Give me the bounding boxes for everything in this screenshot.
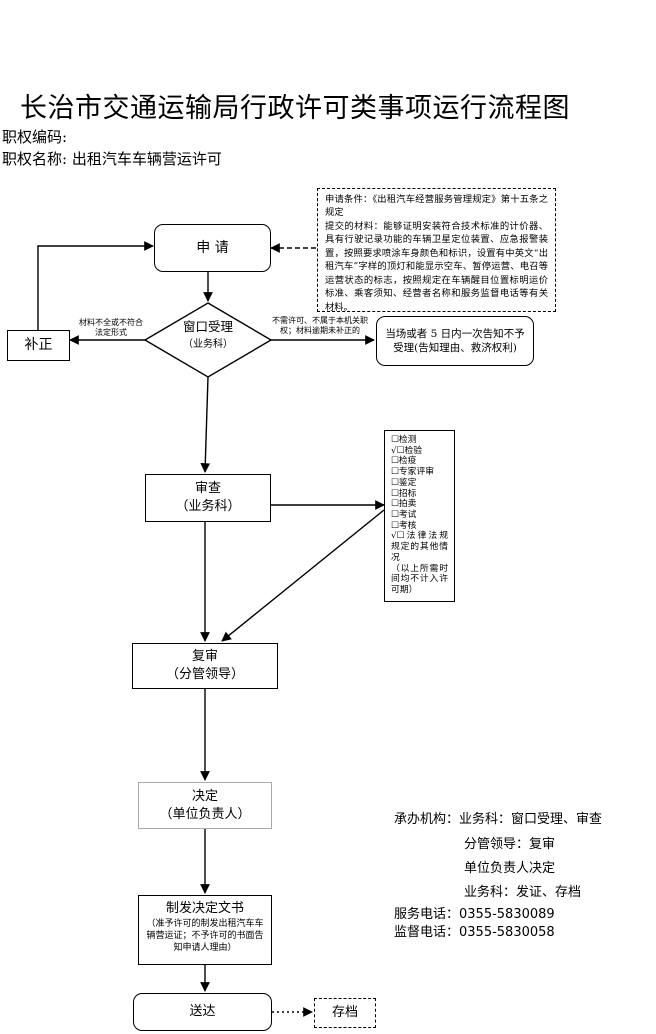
recheck-title: 复审 xyxy=(191,649,218,665)
org-label: 承办机构： xyxy=(394,812,460,827)
supervise-phone: 监督电话：0355-5830058 xyxy=(394,925,555,940)
code-label: 职权编码: xyxy=(2,128,68,146)
window-node: 窗口受理 （业务科） xyxy=(145,318,271,352)
correction-node: 补正 xyxy=(7,330,70,361)
special-procedures-list: ☐检测 √☐检验 ☐检疫 ☐专家评审 ☐鉴定 ☐招标 ☐拍卖 ☐考试 ☐考核 √… xyxy=(384,430,455,602)
page-title: 长治市交通运输局行政许可类事项运行流程图 xyxy=(20,93,570,124)
org-line1-row: 承办机构：业务科：窗口受理、审查 xyxy=(394,808,602,827)
recheck-sub: （分管领导） xyxy=(165,667,244,682)
name-label: 职权名称: 出租汽车车辆营运许可 xyxy=(2,150,222,168)
conditions-text: 申请条件：《出租汽车经营服务管理规定》第十五条之规定 提交的材料：能够证明安装符… xyxy=(325,194,548,313)
correction-label: 补正 xyxy=(24,337,53,354)
archive-label: 存档 xyxy=(331,1005,358,1021)
check-item: ☐拍卖 xyxy=(391,499,417,510)
check-item: √☐检验 xyxy=(391,445,423,456)
check-item: ☐鉴定 xyxy=(391,477,417,488)
check-item: ☐专家评审 xyxy=(391,467,435,478)
apply-node: 申 请 xyxy=(154,224,271,272)
check-item: ☐检疫 xyxy=(391,456,417,467)
deliver-label: 送达 xyxy=(189,1004,216,1020)
apply-label: 申 请 xyxy=(196,239,229,256)
window-title: 窗口受理 xyxy=(182,319,233,334)
issue-sub: （准予许可的制发出租汽车车辆营运证；不予许可的书面告知申请人理由） xyxy=(146,918,264,953)
org-line3: 单位负责人决定 xyxy=(464,861,556,876)
conditions-note: 申请条件：《出租汽车经营服务管理规定》第十五条之规定 提交的材料：能够证明安装符… xyxy=(317,188,556,313)
edge-label-left: 材料不全或不符合法定形式 xyxy=(79,318,143,337)
check-item: ☐检测 xyxy=(391,435,417,445)
decide-node: 决定 （单位负责人） xyxy=(138,782,272,829)
org-line2: 分管领导：复审 xyxy=(464,837,556,852)
notify-label: 当场或者 5 日内一次告知不予受理(告知理由、救济权利) xyxy=(385,327,525,354)
notify-node: 当场或者 5 日内一次告知不予受理(告知理由、救济权利) xyxy=(376,316,534,366)
decide-title: 决定 xyxy=(191,788,218,804)
check-item: ☐考核 xyxy=(391,520,417,531)
window-sub: （业务科） xyxy=(183,338,233,350)
org-line1: 业务科：窗口受理、审查 xyxy=(459,812,603,827)
check-item: √☐法律法规规定的其他情况 xyxy=(391,531,448,563)
issue-title: 制发决定文书 xyxy=(165,901,244,916)
review-node: 审查 （业务科） xyxy=(145,474,271,522)
recheck-node: 复审 （分管领导） xyxy=(132,643,278,689)
archive-node: 存档 xyxy=(314,998,376,1028)
service-phone: 服务电话：0355-5830089 xyxy=(394,907,555,922)
review-title: 审查 xyxy=(194,481,221,497)
check-item: ☐考试 xyxy=(391,510,417,521)
decide-sub: （单位负责人） xyxy=(159,806,251,822)
check-item: ☐招标 xyxy=(391,488,417,499)
deliver-node: 送达 xyxy=(133,993,272,1031)
edge-label-right: 不需许可、不属于本机关职权；材料逾期未补正的 xyxy=(272,316,368,335)
check-note: （以上所需时间均不计入许可期） xyxy=(391,563,448,596)
org-line4: 业务科：发证、存档 xyxy=(464,885,582,900)
review-sub: （业务科） xyxy=(175,499,241,514)
issue-node: 制发决定文书 （准予许可的制发出租汽车车辆营运证；不予许可的书面告知申请人理由） xyxy=(138,895,272,965)
